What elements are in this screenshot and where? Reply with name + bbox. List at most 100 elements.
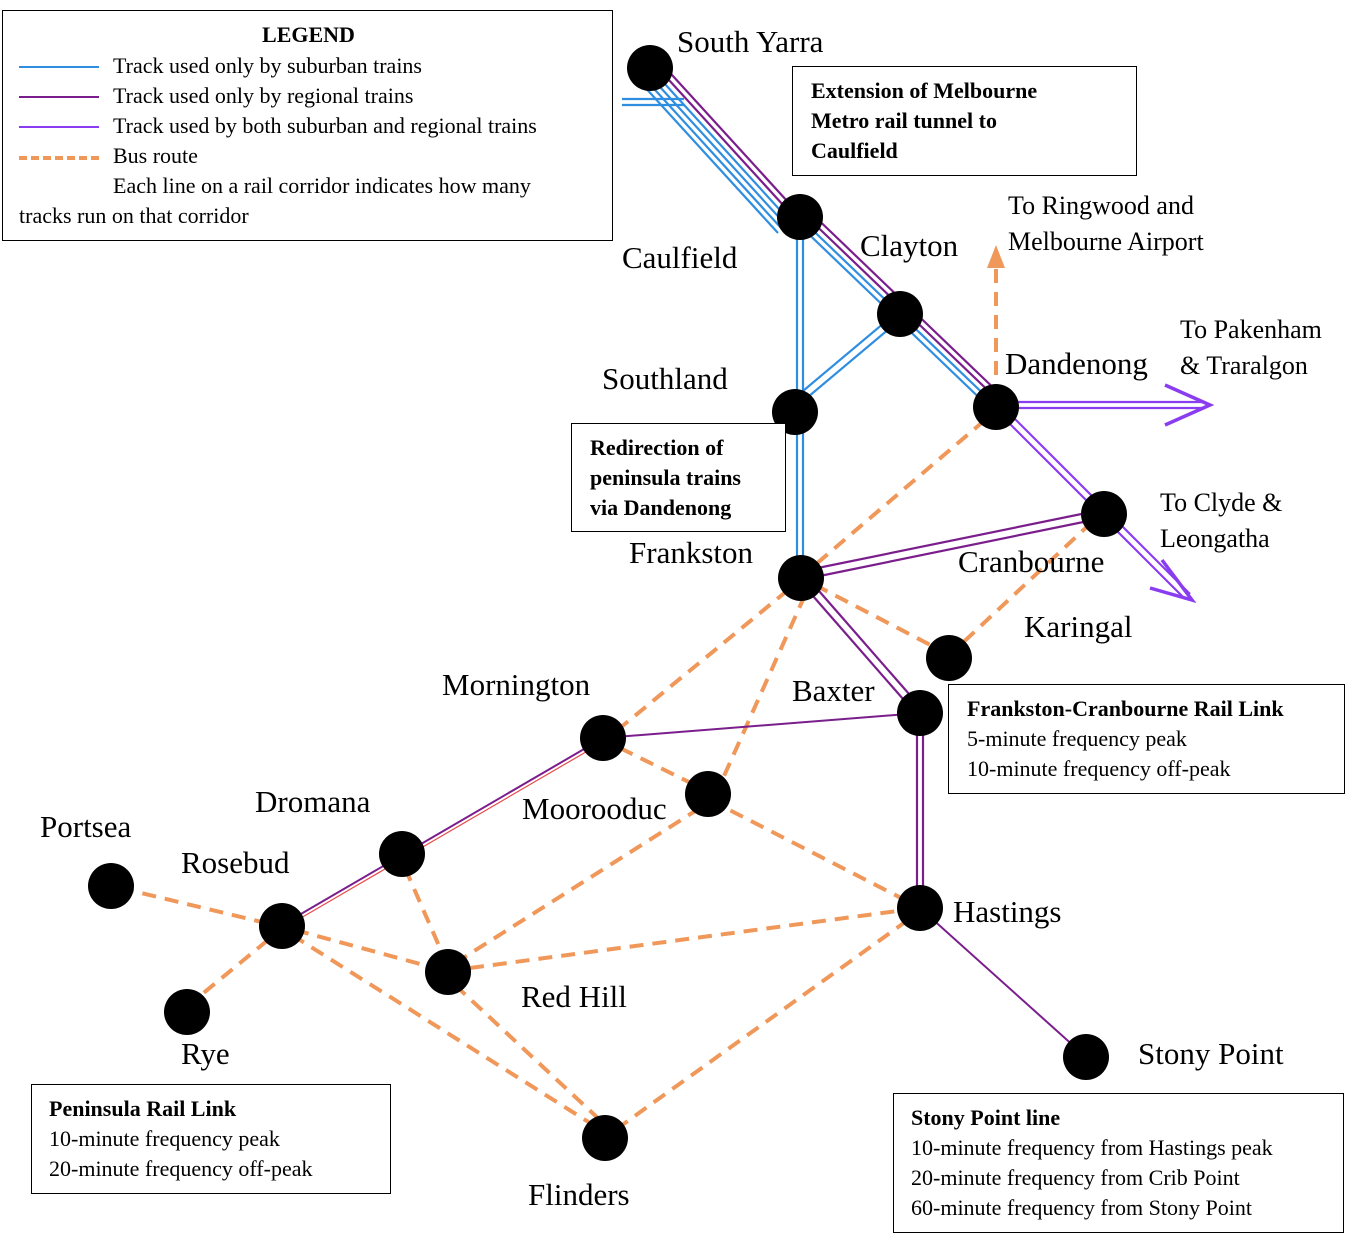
callout-stony-point-line2: 20-minute frequency from Crib Point xyxy=(911,1165,1240,1190)
station-label-dandenong: Dandenong xyxy=(1005,346,1148,381)
callout-peninsula-title: Peninsula Rail Link xyxy=(49,1096,237,1121)
bus-route-dandenong-frankston xyxy=(813,418,987,567)
legend-item-shared: Track used by both suburban and regional… xyxy=(3,111,614,141)
destination-ringwood: To Ringwood and Melbourne Airport xyxy=(1008,188,1204,260)
legend-swatch-shared xyxy=(19,126,99,128)
station-label-mornington: Mornington xyxy=(442,667,591,702)
station-marker-dandenong xyxy=(973,384,1019,430)
metro-tunnel-stub xyxy=(622,97,684,107)
corridor-frankston-baxter xyxy=(798,574,924,716)
bus-arrow-head xyxy=(987,245,1005,268)
bus-route-frankston-moorooduc xyxy=(718,594,807,786)
station-label-portsea: Portsea xyxy=(40,809,132,844)
bus-route-rosebud-flinders xyxy=(290,933,600,1130)
destination-pakenham-line1: To Pakenham xyxy=(1180,315,1322,344)
station-marker-moorooduc xyxy=(685,771,731,817)
legend-swatch-bus xyxy=(19,156,99,160)
destination-ringwood-line1: To Ringwood and xyxy=(1008,191,1194,220)
station-label-hastings: Hastings xyxy=(953,894,1062,929)
station-marker-mornington xyxy=(580,715,626,761)
callout-frankston-cranbourne-line1: 5-minute frequency peak xyxy=(967,726,1187,751)
station-label-frankston: Frankston xyxy=(629,535,753,570)
legend-item-regional: Track used only by regional trains xyxy=(3,81,614,111)
station-marker-clayton xyxy=(877,291,923,337)
corridor-baxter-mornington xyxy=(602,712,921,739)
station-marker-rye xyxy=(164,989,210,1035)
station-label-moorooduc: Moorooduc xyxy=(522,791,667,826)
legend-note-line2: tracks run on that corridor xyxy=(19,203,249,228)
station-marker-flinders xyxy=(582,1115,628,1161)
callout-peninsula: Peninsula Rail Link 10-minute frequency … xyxy=(31,1084,391,1194)
callout-metro-tunnel-line3: Caulfield xyxy=(811,138,898,163)
station-marker-baxter xyxy=(897,690,943,736)
callout-frankston-cranbourne-title: Frankston-Cranbourne Rail Link xyxy=(967,696,1284,721)
corridor-baxter-hastings xyxy=(915,714,925,908)
bus-route-redhill-hastings xyxy=(469,908,906,970)
station-label-stony-point: Stony Point xyxy=(1138,1036,1284,1071)
legend-title: LEGEND xyxy=(262,22,355,47)
station-label-karingal: Karingal xyxy=(1024,609,1133,644)
legend-label-shared: Track used by both suburban and regional… xyxy=(113,113,537,138)
legend-item-bus: Bus route xyxy=(3,141,614,171)
station-label-clayton: Clayton xyxy=(860,228,959,263)
bus-route-cranbourne-karingal xyxy=(953,520,1094,652)
corridor-southyarra-caulfield xyxy=(641,63,799,234)
callout-redirection-line1: Redirection of xyxy=(590,435,724,460)
station-label-flinders: Flinders xyxy=(528,1177,630,1212)
callout-redirection: Redirection of peninsula trains via Dand… xyxy=(571,423,786,532)
legend: LEGEND Track used only by suburban train… xyxy=(2,10,613,241)
bus-route-moorooduc-hastings xyxy=(709,798,906,902)
station-label-southland: Southland xyxy=(602,361,728,396)
stations xyxy=(88,45,1127,1161)
legend-item-suburban: Track used only by suburban trains xyxy=(3,51,614,81)
callout-stony-point-line3: 60-minute frequency from Stony Point xyxy=(911,1195,1252,1220)
bus-route-hastings-flinders xyxy=(616,918,910,1130)
station-marker-red-hill xyxy=(425,949,471,995)
station-marker-cranbourne xyxy=(1081,491,1127,537)
corridor-to-pakenham xyxy=(1000,383,1215,427)
station-marker-caulfield xyxy=(777,194,823,240)
bus-route-portsea-rosebud xyxy=(119,886,263,924)
bus-route-redhill-flinders xyxy=(453,983,602,1122)
station-label-dromana: Dromana xyxy=(255,784,371,819)
legend-label-suburban: Track used only by suburban trains xyxy=(113,53,422,78)
callout-redirection-line3: via Dandenong xyxy=(590,495,732,520)
legend-label-regional: Track used only by regional trains xyxy=(113,83,414,108)
legend-swatch-regional xyxy=(19,96,99,98)
destination-clyde: To Clyde & Leongatha xyxy=(1160,485,1282,557)
bus-route-rosebud-redhill xyxy=(294,928,436,970)
station-marker-dromana xyxy=(379,831,425,877)
callout-metro-tunnel: Extension of Melbourne Metro rail tunnel… xyxy=(792,66,1137,176)
station-marker-rosebud xyxy=(259,903,305,949)
corridor-mornington-rosebud xyxy=(281,737,604,930)
callout-peninsula-line1: 10-minute frequency peak xyxy=(49,1126,280,1151)
destination-ringwood-line2: Melbourne Airport xyxy=(1008,227,1204,256)
callout-metro-tunnel-line1: Extension of Melbourne xyxy=(811,78,1038,103)
station-marker-hastings xyxy=(897,885,943,931)
callout-stony-point-line1: 10-minute frequency from Hastings peak xyxy=(911,1135,1273,1160)
legend-label-bus: Bus route xyxy=(113,143,198,168)
station-label-red-hill: Red Hill xyxy=(521,979,627,1014)
station-label-rosebud: Rosebud xyxy=(181,845,290,880)
legend-swatch-suburban xyxy=(19,66,99,68)
station-label-cranbourne: Cranbourne xyxy=(958,544,1105,579)
station-label-baxter: Baxter xyxy=(792,673,875,708)
corridor-clayton-southland xyxy=(796,311,903,403)
bus-route-moorooduc-redhill xyxy=(458,806,702,962)
bus-route-rosebud-rye xyxy=(193,938,270,1002)
callout-stony-point-title: Stony Point line xyxy=(911,1105,1061,1130)
legend-note-line1: Each line on a rail corridor indicates h… xyxy=(113,173,531,198)
station-marker-portsea xyxy=(88,863,134,909)
callout-redirection-line2: peninsula trains xyxy=(590,465,741,490)
callout-frankston-cranbourne: Frankston-Cranbourne Rail Link 5-minute … xyxy=(948,684,1345,794)
station-label-caulfield: Caulfield xyxy=(622,240,738,275)
destination-clyde-line2: Leongatha xyxy=(1160,524,1270,553)
destination-clyde-line1: To Clyde & xyxy=(1160,488,1283,517)
corridor-hastings-stonypoint xyxy=(919,907,1087,1058)
station-label-south-yarra: South Yarra xyxy=(677,24,824,59)
callout-peninsula-line2: 20-minute frequency off-peak xyxy=(49,1156,313,1181)
station-marker-stony-point xyxy=(1063,1034,1109,1080)
callout-stony-point: Stony Point line 10-minute frequency fro… xyxy=(893,1093,1344,1233)
station-marker-karingal xyxy=(926,635,972,681)
